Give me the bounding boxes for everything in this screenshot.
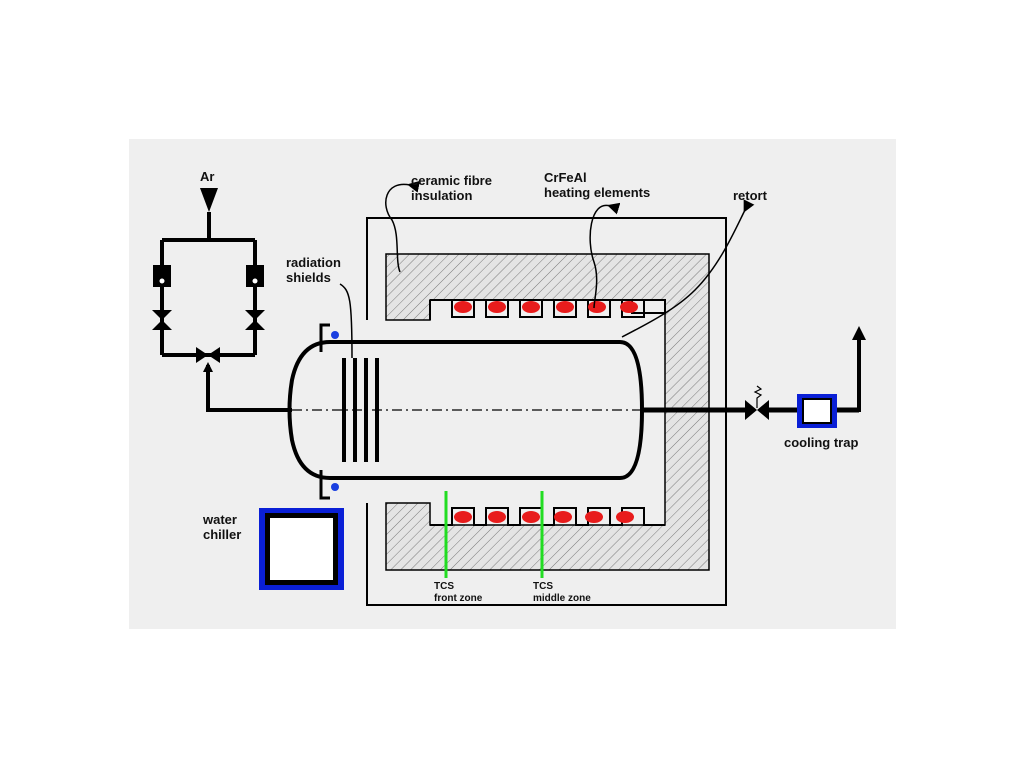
retort-leader <box>621 199 755 338</box>
heating-element <box>488 301 506 313</box>
label-tcs-middle-line1: TCS <box>533 581 553 592</box>
label-radiation-line2: shields <box>286 270 331 285</box>
valve-left-icon <box>152 310 172 330</box>
heating-element <box>585 511 603 523</box>
ceramic-leader <box>385 180 420 273</box>
label-tcs-front-line1: TCS <box>434 581 454 592</box>
heating-element <box>616 511 634 523</box>
label-crfeal-line1: CrFeAl <box>544 170 587 185</box>
heating-meander-bottom <box>430 507 665 526</box>
valve-right-icon <box>245 310 265 330</box>
heating-element <box>556 301 574 313</box>
radiation-shields <box>342 358 379 462</box>
heating-element <box>454 301 472 313</box>
label-ceramic-line1: ceramic fibre <box>411 173 492 188</box>
label-radiation-line1: radiation <box>286 255 341 270</box>
label-water-line1: water <box>202 512 237 527</box>
label-water-line2: chiller <box>203 527 241 542</box>
label-crfeal-line2: heating elements <box>544 185 650 200</box>
exhaust-outlet-arrow-icon <box>852 326 866 340</box>
relief-valve-icon <box>745 400 769 420</box>
heating-meander-top <box>430 299 665 318</box>
heating-element <box>522 511 540 523</box>
seal-dot-bottom <box>331 483 339 491</box>
valve-bottom-icon <box>196 347 220 363</box>
retort-vessel <box>287 340 645 480</box>
heating-element <box>522 301 540 313</box>
label-cooling-trap: cooling trap <box>784 435 858 450</box>
seal-dot-top <box>331 331 339 339</box>
ar-inlet-arrow-icon <box>200 188 218 212</box>
flow-meter-left-icon <box>153 265 171 287</box>
radiation-leader <box>339 283 353 359</box>
heating-element <box>488 511 506 523</box>
ar-manifold <box>160 238 257 357</box>
retort-flange-top <box>319 323 330 352</box>
label-tcs-front-line2: front zone <box>434 593 483 604</box>
heating-element <box>620 301 638 313</box>
label-tcs-middle-line2: middle zone <box>533 593 591 604</box>
retort-flange-bottom <box>319 470 330 500</box>
crfeal-leader <box>589 202 621 309</box>
label-retort: retort <box>733 188 768 203</box>
heating-element <box>588 301 606 313</box>
label-ceramic-line2: insulation <box>411 188 472 203</box>
heating-element <box>554 511 572 523</box>
heating-element <box>454 511 472 523</box>
flow-meter-right-icon <box>246 265 264 287</box>
label-ar: Ar <box>200 169 214 184</box>
